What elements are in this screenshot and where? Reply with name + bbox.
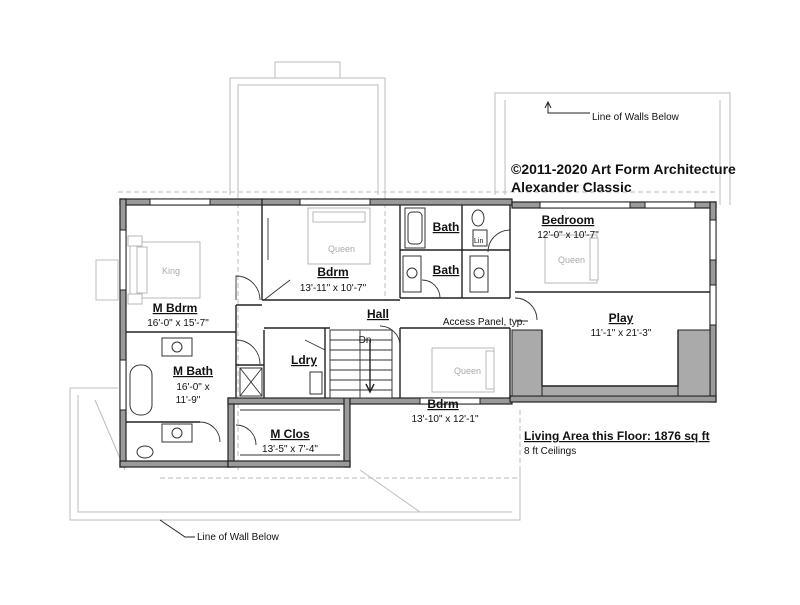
play-name: Play <box>609 311 634 325</box>
leaders <box>159 100 590 538</box>
walls-below-note: Line of Walls Below <box>592 112 680 123</box>
stair <box>329 329 393 399</box>
linen-label: Lin <box>474 238 483 245</box>
bdrm-2-dim: 13'-10" x 12'-1" <box>411 414 479 425</box>
king-bed: King <box>127 235 201 305</box>
room-labels: M Bdrm 16'-0" x 15'-7" M Bath 16'-0" x 1… <box>147 213 652 455</box>
king-bed-label: King <box>162 266 180 276</box>
copyright-text: ©2011-2020 Art Form Architecture <box>511 161 736 177</box>
queen-bed-3-label: Queen <box>454 366 481 376</box>
queen-bed-1: Queen <box>307 207 371 265</box>
m-bdrm-dim: 16'-0" x 15'-7" <box>147 318 209 329</box>
m-bdrm-name: M Bdrm <box>153 301 198 315</box>
ldry-name: Ldry <box>291 353 317 367</box>
bdrm-1-dim: 13'-11" x 10'-7" <box>300 283 367 294</box>
closet-rods <box>240 218 340 456</box>
windows <box>119 198 717 411</box>
stair-down-label: Dn <box>359 335 372 346</box>
bdrm-2-name: Bdrm <box>427 397 458 411</box>
hall-name: Hall <box>367 307 389 321</box>
roof-outline <box>69 61 731 521</box>
queen-bed-1-label: Queen <box>328 244 355 254</box>
m-bath-dim-1: 16'-0" x <box>176 382 209 393</box>
play-dim: 11'-1" x 21'-3" <box>591 328 652 339</box>
doors <box>199 229 538 446</box>
bath-2-name: Bath <box>433 263 460 277</box>
m-clos-dim: 13'-5" x 7'-4" <box>262 444 318 455</box>
wall-below-note: Line of Wall Below <box>197 532 280 543</box>
plan-name: Alexander Classic <box>511 179 632 195</box>
queen-bed-2-label: Queen <box>558 255 585 265</box>
queen-bed-3: Queen <box>431 347 495 393</box>
bath-fixtures: Lin <box>129 207 489 459</box>
ceilings-text: 8 ft Ceilings <box>524 446 576 457</box>
access-panel-note: Access Panel, typ. <box>443 317 525 328</box>
m-bath-dim-2: 11'-9" <box>176 395 201 406</box>
living-area-text: Living Area this Floor: 1876 sq ft <box>524 429 710 443</box>
queen-bed-2: Queen <box>544 234 599 284</box>
bath-1-name: Bath <box>433 220 460 234</box>
bdrm-1-name: Bdrm <box>317 265 348 279</box>
bedroom-name: Bedroom <box>542 213 595 227</box>
title-block: ©2011-2020 Art Form Architecture Alexand… <box>197 112 736 543</box>
m-bath-name: M Bath <box>173 364 213 378</box>
interior-walls <box>126 205 710 423</box>
m-clos-name: M Clos <box>270 427 310 441</box>
bedroom-dim: 12'-0" x 10'-7" <box>537 230 599 241</box>
